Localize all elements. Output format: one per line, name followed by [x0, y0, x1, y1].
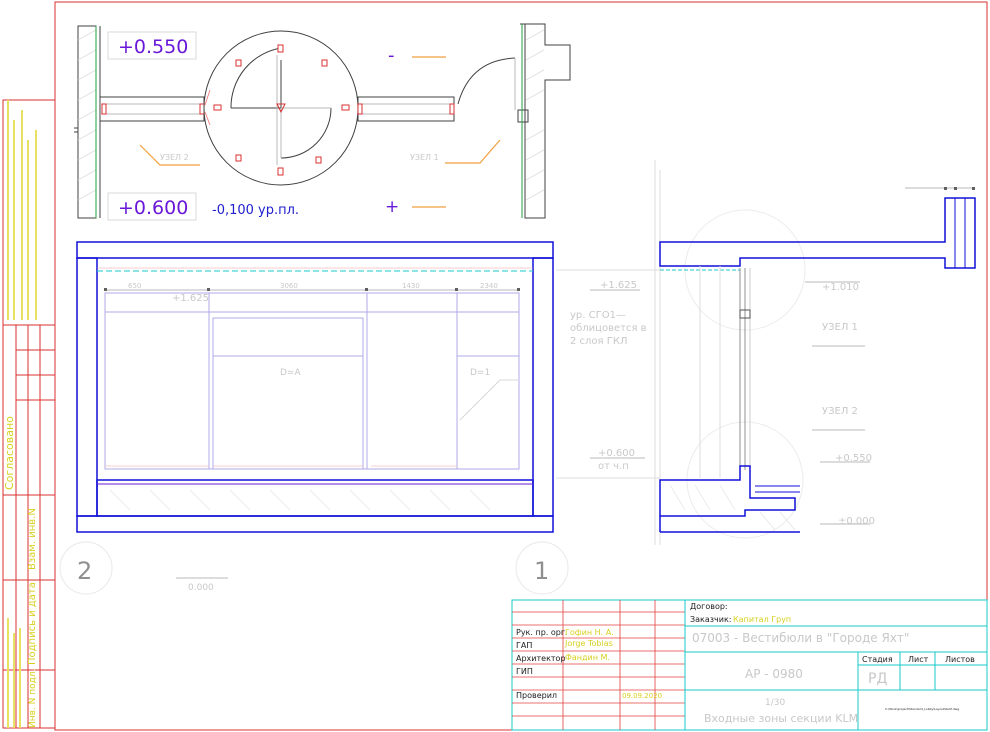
sec-level-0600: +0.600: [598, 448, 635, 459]
tb-date: 09.09.2020: [622, 692, 662, 700]
tb-scale: 1/30: [765, 698, 785, 708]
dim-2: 3060: [280, 282, 298, 290]
tb-name-2: Jorge Tobias: [564, 639, 613, 648]
tb-role-5: Проверил: [516, 691, 557, 700]
tb-role-3: Архитектор: [516, 654, 566, 663]
sec-note-3: 2 слоя ГКЛ: [570, 336, 627, 347]
tb-customer-value: Капитал Груп: [733, 615, 791, 624]
sec-note-2: облицовется в: [570, 323, 647, 334]
tb-sheets-header: Листов: [945, 655, 975, 664]
tb-sheet-header: Лист: [908, 655, 929, 664]
view-marker-1: [515, 541, 569, 595]
view-number-2: 2: [77, 557, 92, 585]
dim-3: 1430: [402, 282, 420, 290]
sec-label-1: УЗЕЛ 1: [822, 322, 858, 333]
tb-stage-header: Стадия: [862, 655, 893, 664]
strip-inv-podl: Инв. N подл.: [28, 669, 38, 728]
tb-name-3: Фандин М.: [565, 653, 610, 662]
tb-contract-label: Договор:: [690, 602, 728, 611]
title-block: Договор: Заказчик: Капитал Груп 07003 - …: [511, 599, 988, 731]
dim-1: 650: [128, 282, 141, 290]
door-2: D=1: [470, 368, 490, 378]
minus-sign: -: [388, 45, 395, 66]
plus-sign: +: [385, 197, 399, 217]
tb-doc-code: АР - 0980: [745, 667, 803, 681]
tb-role-1: Рук. пр. орг.: [516, 628, 568, 637]
tb-project-title: 07003 - Вестибюли в "Городе Яхт": [692, 631, 909, 645]
svg-text:УЗЕЛ 1: УЗЕЛ 1: [410, 153, 439, 162]
floor-note: -0,100 ур.пл.: [212, 203, 299, 218]
sec-label-2: УЗЕЛ 2: [822, 406, 858, 417]
tb-customer-label: Заказчик:: [690, 615, 731, 624]
left-binding-strip: Согласовано Взам. инв.N Подпись и дата И…: [2, 99, 56, 729]
tb-stage-value: РД: [868, 671, 887, 687]
sec-level-0600-note: от ч.п: [598, 461, 629, 472]
sec-level-1010: +1.010: [822, 282, 859, 293]
door-1: D=A: [280, 368, 301, 378]
tb-name-1: Гофин Н. А.: [565, 628, 614, 637]
sec-level-zero: ±0.000: [838, 516, 875, 527]
level-top: +0.550: [118, 36, 188, 58]
tb-drawing-title: Входные зоны секции KLM: [704, 712, 858, 725]
tb-role-2: ГАП: [516, 641, 532, 650]
sec-note-1: ур. СГО1—: [570, 310, 626, 321]
floor-plan: УЗЕЛ 2 УЗЕЛ 1 +0.550 +0.600 -0,100 ур.пл…: [74, 23, 571, 221]
strip-vzam-inv: Взам. инв.N: [27, 508, 38, 570]
view-marker-2: [59, 541, 113, 595]
level-box-top: [107, 31, 197, 60]
level-box-bottom: [107, 192, 197, 221]
tb-file-path: C:\Work\project\Standard_Lobby\Layout\KL…: [885, 707, 959, 711]
strip-podpis-data: Подпись и дата: [27, 582, 38, 665]
front-elevation: 650 3060 1430 2340 +1.625 D=A D=1 2 0.00…: [59, 241, 554, 595]
sec-level-1625: +1.625: [600, 280, 637, 291]
svg-text:УЗЕЛ 2: УЗЕЛ 2: [160, 153, 189, 162]
view-number-1: 1: [534, 557, 549, 585]
sheet-frame: [54, 1, 988, 731]
strip-soglasovano: Согласовано: [3, 416, 16, 490]
level-bottom: +0.600: [118, 197, 188, 219]
tb-role-4: ГИП: [516, 667, 533, 676]
sec-level-0550: +0.550: [835, 453, 872, 464]
section-view: +1.010 УЗЕЛ 1 УЗЕЛ 2 +0.550 ±0.000 +1.62…: [515, 160, 976, 595]
elev-level-1625: +1.625: [172, 293, 209, 304]
elev-level-zero: 0.000: [188, 583, 214, 593]
dim-4: 2340: [480, 282, 498, 290]
